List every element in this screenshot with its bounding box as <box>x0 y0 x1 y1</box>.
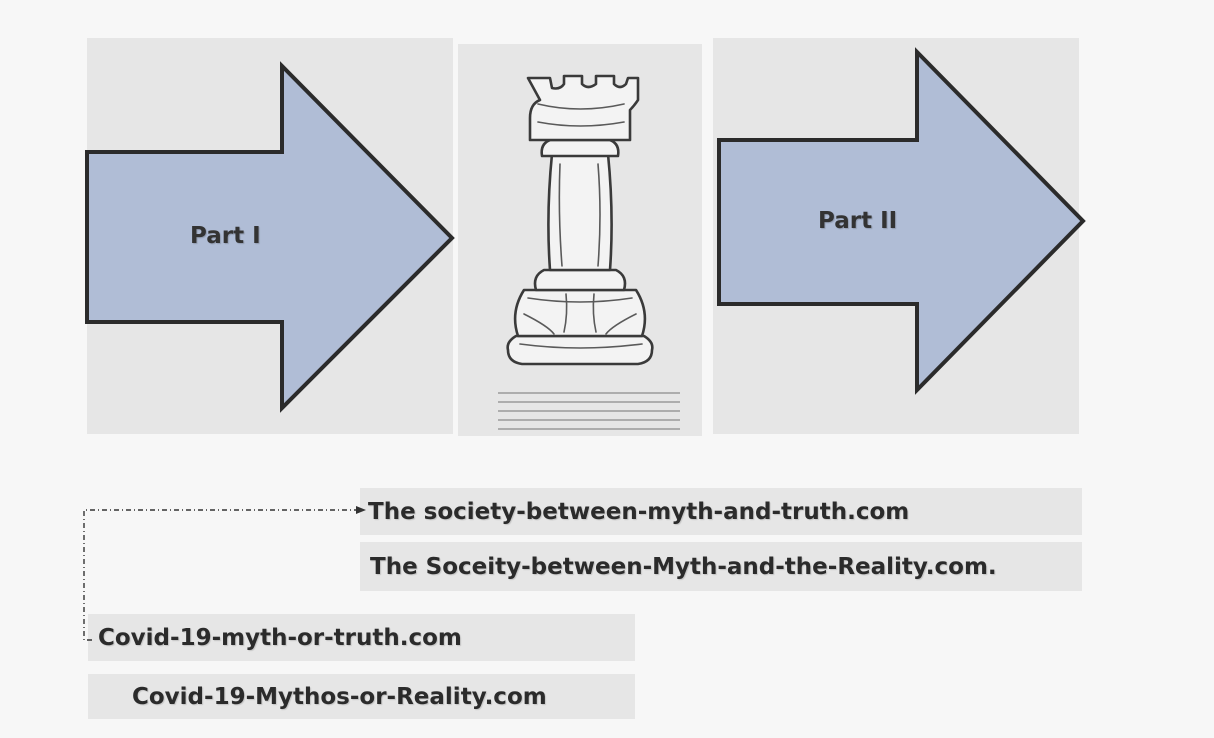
rook-panel <box>458 44 702 436</box>
part-one-label: Part I <box>190 223 261 249</box>
chess-rook-icon <box>498 74 680 430</box>
part-two-arrow <box>717 47 1086 395</box>
site-society-truth: The society-between-myth-and-truth.com <box>360 488 1082 535</box>
part-two-panel: Part II <box>713 38 1086 434</box>
part-one-arrow <box>85 61 455 413</box>
part-one-panel: Part I <box>85 38 455 434</box>
site-covid-reality: Covid-19-Mythos-or-Reality.com <box>88 674 635 719</box>
site-covid-truth: Covid-19-myth-or-truth.com <box>88 614 635 661</box>
site-society-reality: The Soceity-between-Myth-and-the-Reality… <box>360 542 1082 591</box>
part-two-label: Part II <box>818 208 898 234</box>
